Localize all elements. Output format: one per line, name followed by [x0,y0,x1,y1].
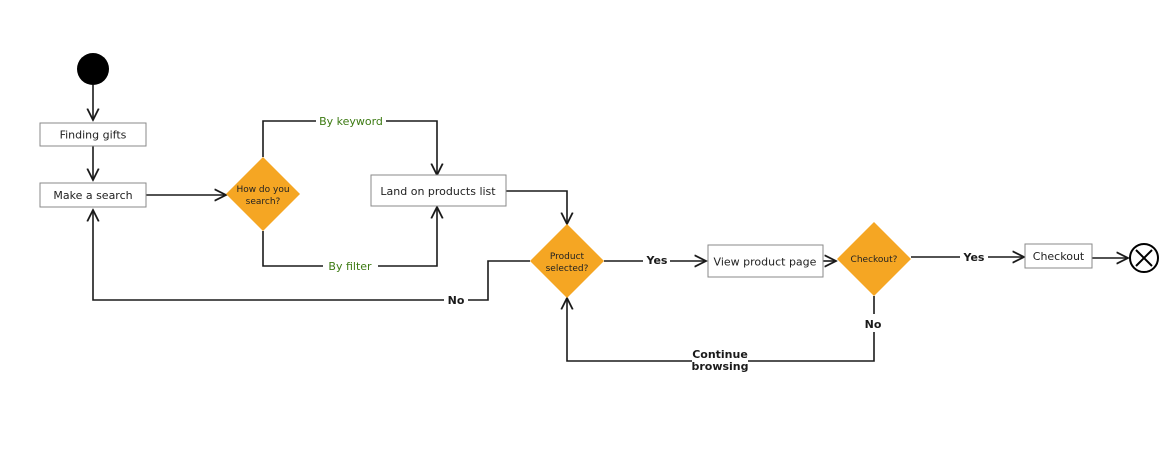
edge-label-yes-product-page: Yes [646,254,668,267]
decision-checkout-label: Checkout? [851,255,898,265]
start-node [77,53,109,85]
edge-no-back-to-search-cont [93,210,444,301]
node-view-product-page: View product page [707,244,824,278]
node-land-products-list-label: Land on products list [380,185,496,198]
edge-label-yes-checkout: Yes [963,251,985,264]
edge-label-by-filter: By filter [328,260,372,273]
edge-no-back-to-search [468,260,530,301]
node-checkout-label: Checkout [1033,250,1085,263]
edge-by-keyword [262,120,316,157]
node-finding-gifts-label: Finding gifts [60,129,127,142]
edge-by-filter-cont [378,207,437,267]
decision-product-selected-shape [530,224,604,298]
edge-label-by-keyword: By keyword [319,115,383,128]
decision-product-selected: Product selected? [530,224,604,298]
decision-product-selected-label-line2: selected? [546,264,589,274]
edge-continue-browsing-cont [567,298,692,362]
node-checkout: Checkout [1024,243,1093,269]
node-make-search-label: Make a search [53,189,132,202]
end-node [1129,243,1159,273]
node-finding-gifts: Finding gifts [39,122,147,147]
decision-product-selected-label-line1: Product [550,252,585,262]
edge-label-continue-line1: Continue [692,348,748,361]
edges [93,85,1128,362]
node-view-product-page-label: View product page [714,256,817,269]
decision-checkout: Checkout? [837,222,911,296]
decision-how-search-shape [226,157,300,231]
edge-label-no-checkout: No [865,318,882,331]
decision-checkout-shape [837,222,911,296]
node-make-search: Make a search [39,182,147,208]
edge-by-keyword-cont [386,120,437,175]
decision-how-search-label-line1: How do you [236,185,289,195]
edge-products-list-to-product-selected [506,190,567,224]
decision-how-search-label-line2: search? [246,197,281,207]
edge-label-no-search: No [448,294,465,307]
edge-by-filter [262,231,323,267]
edge-label-continue-line2: browsing [691,360,748,373]
end-node-cross-b [1135,249,1153,267]
decision-how-search: How do you search? [226,157,300,231]
node-land-products-list: Land on products list [370,174,507,207]
edge-continue-browsing [748,332,875,362]
